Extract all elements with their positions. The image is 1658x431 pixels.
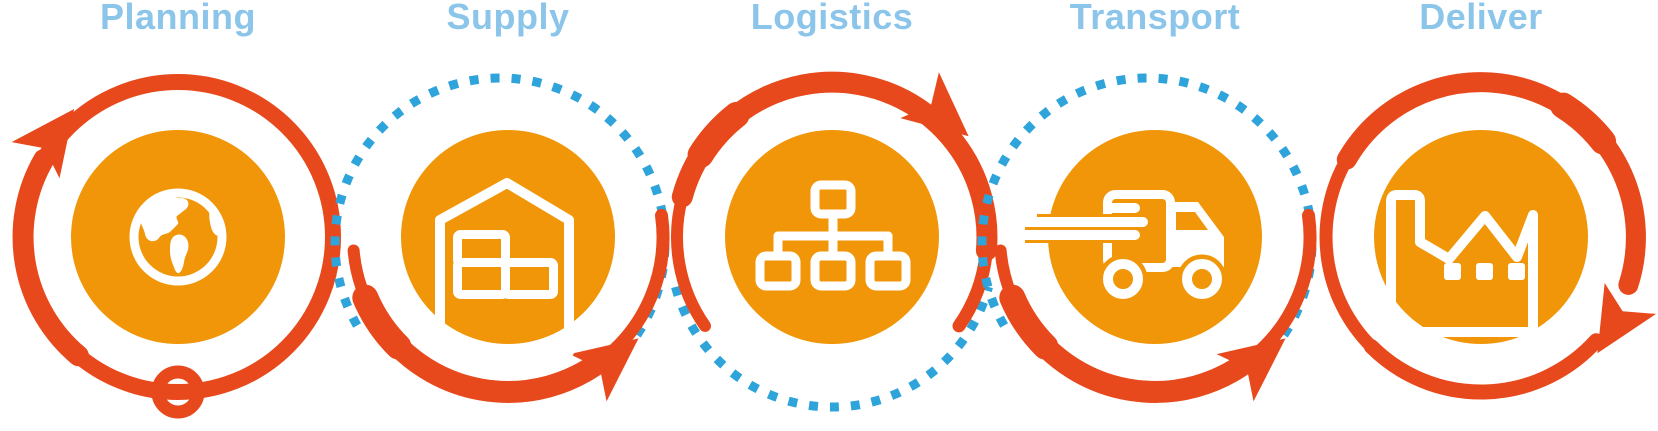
stage-label-planning: Planning (100, 0, 256, 37)
arrow-joint (1550, 92, 1617, 155)
stage-logistics-graphic (671, 71, 998, 412)
stage-label-deliver: Deliver (1419, 0, 1543, 37)
globe-icon (129, 188, 227, 286)
stage-label-supply: Supply (446, 0, 570, 37)
transport-cycle-arrow (994, 208, 1317, 403)
org-chart-icon (755, 180, 911, 291)
truck-icon (1020, 190, 1227, 304)
stage-logistics: Logistics (632, 0, 1032, 431)
stage-label-transport: Transport (1069, 0, 1241, 37)
stage-transport: Transport (955, 0, 1355, 431)
loop-end-circle (151, 365, 205, 419)
stage-supply-graphic (330, 73, 670, 403)
supply-cycle-arrow (347, 208, 670, 403)
stage-deliver: Deliver (1281, 0, 1658, 431)
deliver-cycle-arrow (1319, 72, 1657, 400)
stage-deliver-graphic (1319, 72, 1657, 400)
factory-icon (1386, 190, 1538, 337)
stage-supply: Supply (308, 0, 708, 431)
stage-label-logistics: Logistics (750, 0, 914, 37)
deliver-disc (1374, 130, 1588, 344)
warehouse-icon (435, 178, 574, 357)
stage-planning: Planning (0, 0, 378, 431)
logistics-dotted-arc (671, 285, 993, 412)
stage-planning-graphic (11, 74, 341, 419)
stage-transport-graphic (977, 73, 1317, 403)
